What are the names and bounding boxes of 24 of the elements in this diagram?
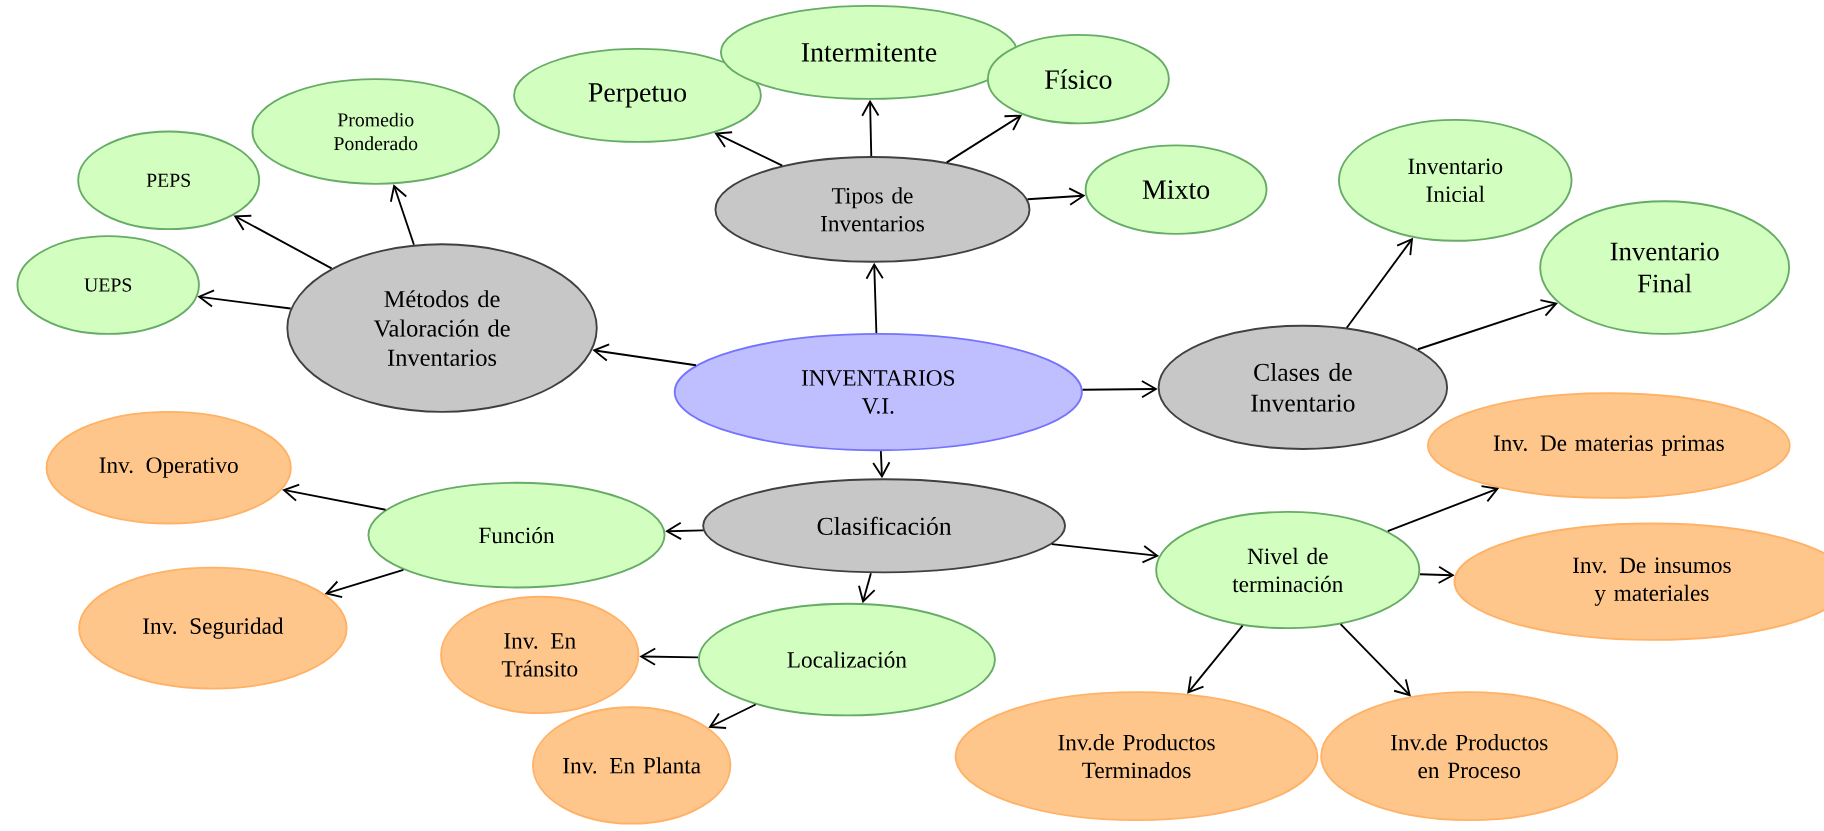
arrow (1026, 187, 1086, 206)
arrow (945, 114, 1023, 164)
arrow (282, 483, 387, 511)
arrow (708, 703, 757, 730)
arrow (592, 343, 697, 367)
arrow (665, 522, 704, 541)
arrow (858, 572, 876, 604)
arrow (714, 131, 784, 167)
arrow (1187, 624, 1244, 694)
arrow (865, 262, 884, 335)
arrow (639, 647, 699, 666)
arrow (1419, 566, 1455, 585)
arrow (233, 215, 333, 270)
arrow (389, 184, 415, 246)
arrow (1050, 543, 1160, 564)
arrow (1417, 299, 1558, 351)
arrow (324, 569, 405, 599)
arrow (1081, 380, 1158, 399)
arrow (197, 289, 292, 310)
arrow (1386, 485, 1500, 533)
arrow (861, 100, 880, 158)
arrow (1345, 237, 1414, 329)
arrow (872, 450, 891, 479)
arrow (1339, 623, 1411, 697)
